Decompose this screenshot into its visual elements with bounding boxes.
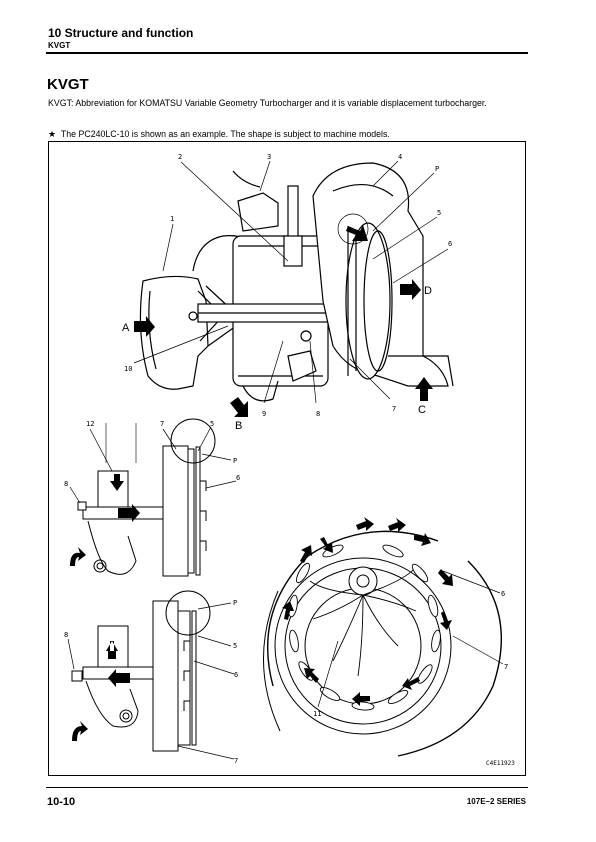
arrow-d-icon	[400, 279, 421, 300]
svg-text:6: 6	[501, 590, 505, 598]
header-divider	[46, 52, 528, 54]
svg-text:B: B	[235, 420, 242, 432]
svg-text:7: 7	[160, 420, 164, 428]
svg-text:P: P	[435, 165, 439, 173]
nozzle-ring-view	[263, 530, 503, 757]
svg-text:12: 12	[86, 420, 94, 428]
svg-text:5: 5	[210, 420, 214, 428]
svg-text:8: 8	[64, 480, 68, 488]
arrow-a-icon	[134, 316, 155, 337]
arrow-b-icon	[230, 397, 248, 417]
footer-divider	[46, 787, 528, 788]
callouts-left-upper	[69, 426, 237, 504]
svg-text:6: 6	[236, 474, 240, 482]
kvgt-figure: 1 2 3 4 P 5 6 7 8 9 10 A B C D	[48, 141, 526, 776]
svg-text:11: 11	[313, 710, 321, 718]
section-heading: KVGT	[47, 76, 89, 93]
figure-code: C4E11923	[486, 760, 515, 767]
star-icon: ★	[48, 129, 56, 139]
svg-text:8: 8	[64, 631, 68, 639]
svg-text:A: A	[122, 322, 130, 334]
svg-text:7: 7	[234, 757, 238, 765]
arrow-p-icon	[346, 225, 368, 241]
arrow-c-icon	[415, 377, 433, 401]
schematic-closed	[71, 590, 211, 752]
chapter-title: 10 Structure and function	[48, 26, 194, 40]
svg-text:5: 5	[437, 209, 441, 217]
callout-labels-right: 6 7 11	[313, 590, 508, 718]
svg-text:D: D	[424, 285, 432, 297]
series-label: 107E–2 SERIES	[466, 797, 526, 806]
svg-text:4: 4	[398, 153, 402, 161]
schematic-closed-arrows	[72, 641, 130, 741]
svg-text:2: 2	[178, 153, 182, 161]
turbine-blades	[309, 568, 417, 677]
svg-text:7: 7	[392, 405, 396, 413]
note-text: The PC240LC-10 is shown as an example. T…	[60, 129, 390, 139]
svg-text:P: P	[233, 457, 237, 465]
svg-text:9: 9	[262, 410, 266, 418]
callouts-top	[133, 160, 449, 404]
schematic-open-arrows	[70, 474, 140, 566]
note-line: ★ The PC240LC-10 is shown as an example. …	[48, 128, 518, 140]
callouts-right	[317, 570, 504, 708]
schematic-open	[77, 418, 216, 577]
nozzle-flow-arrows	[282, 517, 453, 706]
svg-text:P: P	[233, 599, 237, 607]
arrow-labels-top: A B C D	[122, 285, 432, 432]
svg-text:C: C	[418, 404, 426, 416]
svg-text:8: 8	[316, 410, 320, 418]
svg-text:6: 6	[234, 671, 238, 679]
svg-text:6: 6	[448, 240, 452, 248]
callout-labels-left-upper: 12 7 5 P 6 8	[64, 420, 240, 488]
flow-arrows-top	[134, 225, 433, 417]
svg-text:10: 10	[124, 365, 132, 373]
callout-labels-left-lower: 8 P 5 6 7	[64, 599, 238, 765]
svg-text:3: 3	[267, 153, 271, 161]
callouts-left-lower	[67, 602, 235, 760]
callout-labels-top: 1 2 3 4 P 5 6 7 8 9 10	[124, 153, 452, 418]
svg-text:1: 1	[170, 215, 174, 223]
page-number: 10-10	[47, 796, 76, 808]
svg-text:7: 7	[504, 663, 508, 671]
chapter-subtitle: KVGT	[48, 41, 71, 50]
turbocharger-cutaway	[139, 162, 454, 402]
svg-text:5: 5	[233, 642, 237, 650]
definition-paragraph: KVGT: Abbreviation for KOMATSU Variable …	[48, 98, 487, 108]
